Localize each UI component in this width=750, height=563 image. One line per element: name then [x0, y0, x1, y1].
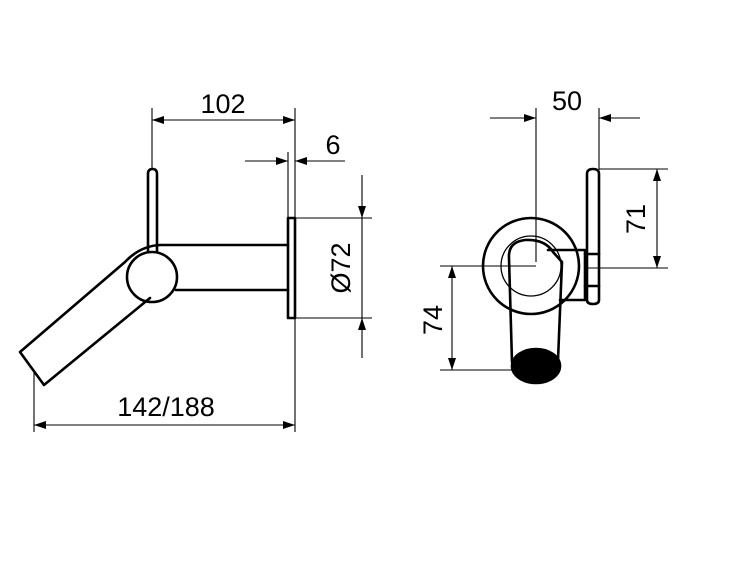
spout-outlet [510, 347, 562, 385]
front-view: 50 71 74 [418, 86, 668, 385]
side-view: 102 6 Ø72 142/188 [18, 89, 372, 432]
lever-handle-front [585, 167, 601, 306]
valve-circle [125, 250, 179, 304]
angled-spout [18, 243, 162, 387]
dim-label-71: 71 [621, 204, 651, 234]
valve-body [546, 248, 587, 302]
spout-front [507, 238, 564, 364]
dim-label-74: 74 [418, 305, 448, 335]
dim-label-102: 102 [200, 89, 245, 119]
arrow [358, 206, 366, 218]
dim-label-50: 50 [552, 86, 582, 116]
lever-handle [146, 167, 159, 254]
dim-label-dia72: Ø72 [326, 242, 356, 293]
wall-flange [286, 216, 297, 320]
arrow [358, 318, 366, 330]
dim-label-6: 6 [325, 130, 340, 160]
dim-label-142-188: 142/188 [117, 392, 215, 422]
